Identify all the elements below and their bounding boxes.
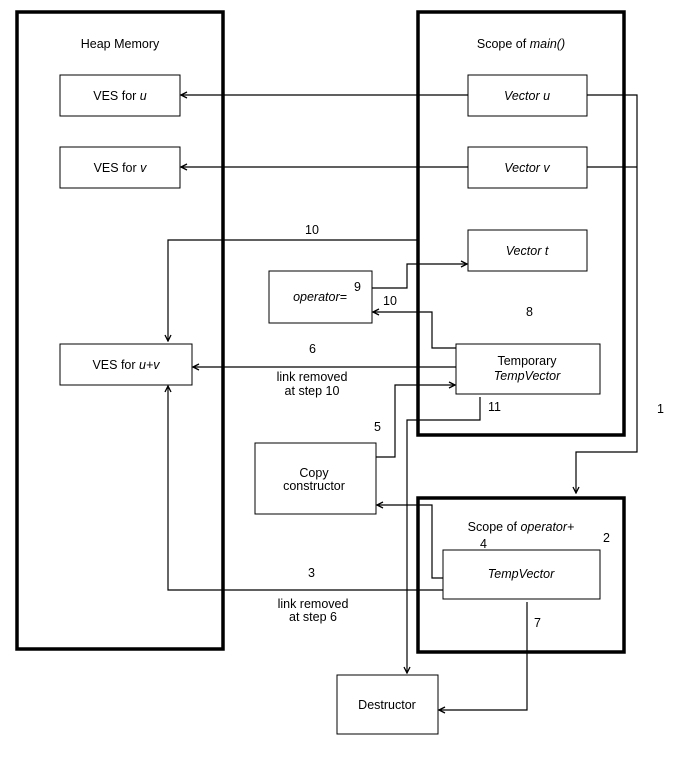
tempvector-box: TempVector bbox=[442, 549, 601, 600]
operator-assign-box: operator= bbox=[268, 270, 373, 324]
svg-text:Temporary: Temporary bbox=[497, 354, 557, 368]
svg-text:VES for v: VES for v bbox=[94, 161, 148, 175]
link-step-7 bbox=[439, 602, 528, 710]
main-scope-title: Scope of main() bbox=[477, 37, 565, 51]
step-label-3: 3 bbox=[308, 566, 315, 580]
ves-v-box: VES for v bbox=[59, 146, 181, 189]
heap-memory-title: Heap Memory bbox=[81, 37, 160, 51]
operator-plus-scope-title: Scope of operator+ bbox=[468, 520, 575, 534]
svg-text:Vector t: Vector t bbox=[506, 244, 549, 258]
link-step-1 bbox=[576, 94, 638, 493]
svg-text:Vector v: Vector v bbox=[504, 161, 550, 175]
step-label-10-top: 10 bbox=[305, 223, 319, 237]
main-scope-region bbox=[416, 10, 626, 437]
link-step-4 bbox=[377, 505, 443, 579]
svg-text:TempVector: TempVector bbox=[488, 567, 555, 581]
step-label-2: 2 bbox=[603, 531, 610, 545]
destructor-box: Destructor bbox=[336, 674, 439, 735]
link-step-10-to-ves-uv bbox=[168, 239, 418, 341]
link-step-3 bbox=[168, 386, 443, 591]
note-link-removed-step-10-line2: at step 10 bbox=[285, 384, 340, 398]
svg-text:constructor: constructor bbox=[283, 479, 345, 493]
step-label-7: 7 bbox=[534, 616, 541, 630]
ves-uv-box: VES for u+v bbox=[59, 343, 193, 386]
note-link-removed-step-6-line1: link removed bbox=[278, 597, 349, 611]
svg-text:Copy: Copy bbox=[299, 466, 329, 480]
svg-text:VES for u+v: VES for u+v bbox=[92, 358, 160, 372]
svg-text:operator=: operator= bbox=[293, 290, 347, 304]
note-link-removed-step-6-line2: at step 6 bbox=[289, 610, 337, 624]
step-label-6: 6 bbox=[309, 342, 316, 356]
temporary-tempvector-box: Temporary TempVector bbox=[455, 343, 601, 395]
vector-v-box: Vector v bbox=[467, 146, 588, 189]
svg-text:TempVector: TempVector bbox=[494, 369, 561, 383]
ves-u-box: VES for u bbox=[59, 74, 181, 117]
link-step-9 bbox=[372, 264, 467, 289]
vector-t-box: Vector t bbox=[467, 229, 588, 272]
vector-u-box: Vector u bbox=[467, 74, 588, 117]
step-label-1: 1 bbox=[657, 402, 664, 416]
link-step-11 bbox=[407, 397, 481, 673]
link-step-5 bbox=[376, 385, 455, 458]
svg-text:VES for u: VES for u bbox=[93, 89, 147, 103]
step-label-11: 11 bbox=[488, 400, 501, 414]
svg-text:Vector u: Vector u bbox=[504, 89, 550, 103]
step-label-4: 4 bbox=[480, 537, 487, 551]
note-link-removed-step-10-line1: link removed bbox=[277, 370, 348, 384]
link-step-10-to-operator-assign bbox=[373, 312, 456, 349]
svg-text:Destructor: Destructor bbox=[358, 698, 416, 712]
operator-plus-scope-region bbox=[416, 496, 626, 654]
heap-memory-region bbox=[15, 10, 225, 651]
copy-constructor-box: Copy constructor bbox=[254, 442, 377, 515]
step-label-5: 5 bbox=[374, 420, 381, 434]
step-label-9: 9 bbox=[354, 280, 361, 294]
step-label-10-operator: 10 bbox=[383, 294, 397, 308]
step-label-8: 8 bbox=[526, 305, 533, 319]
